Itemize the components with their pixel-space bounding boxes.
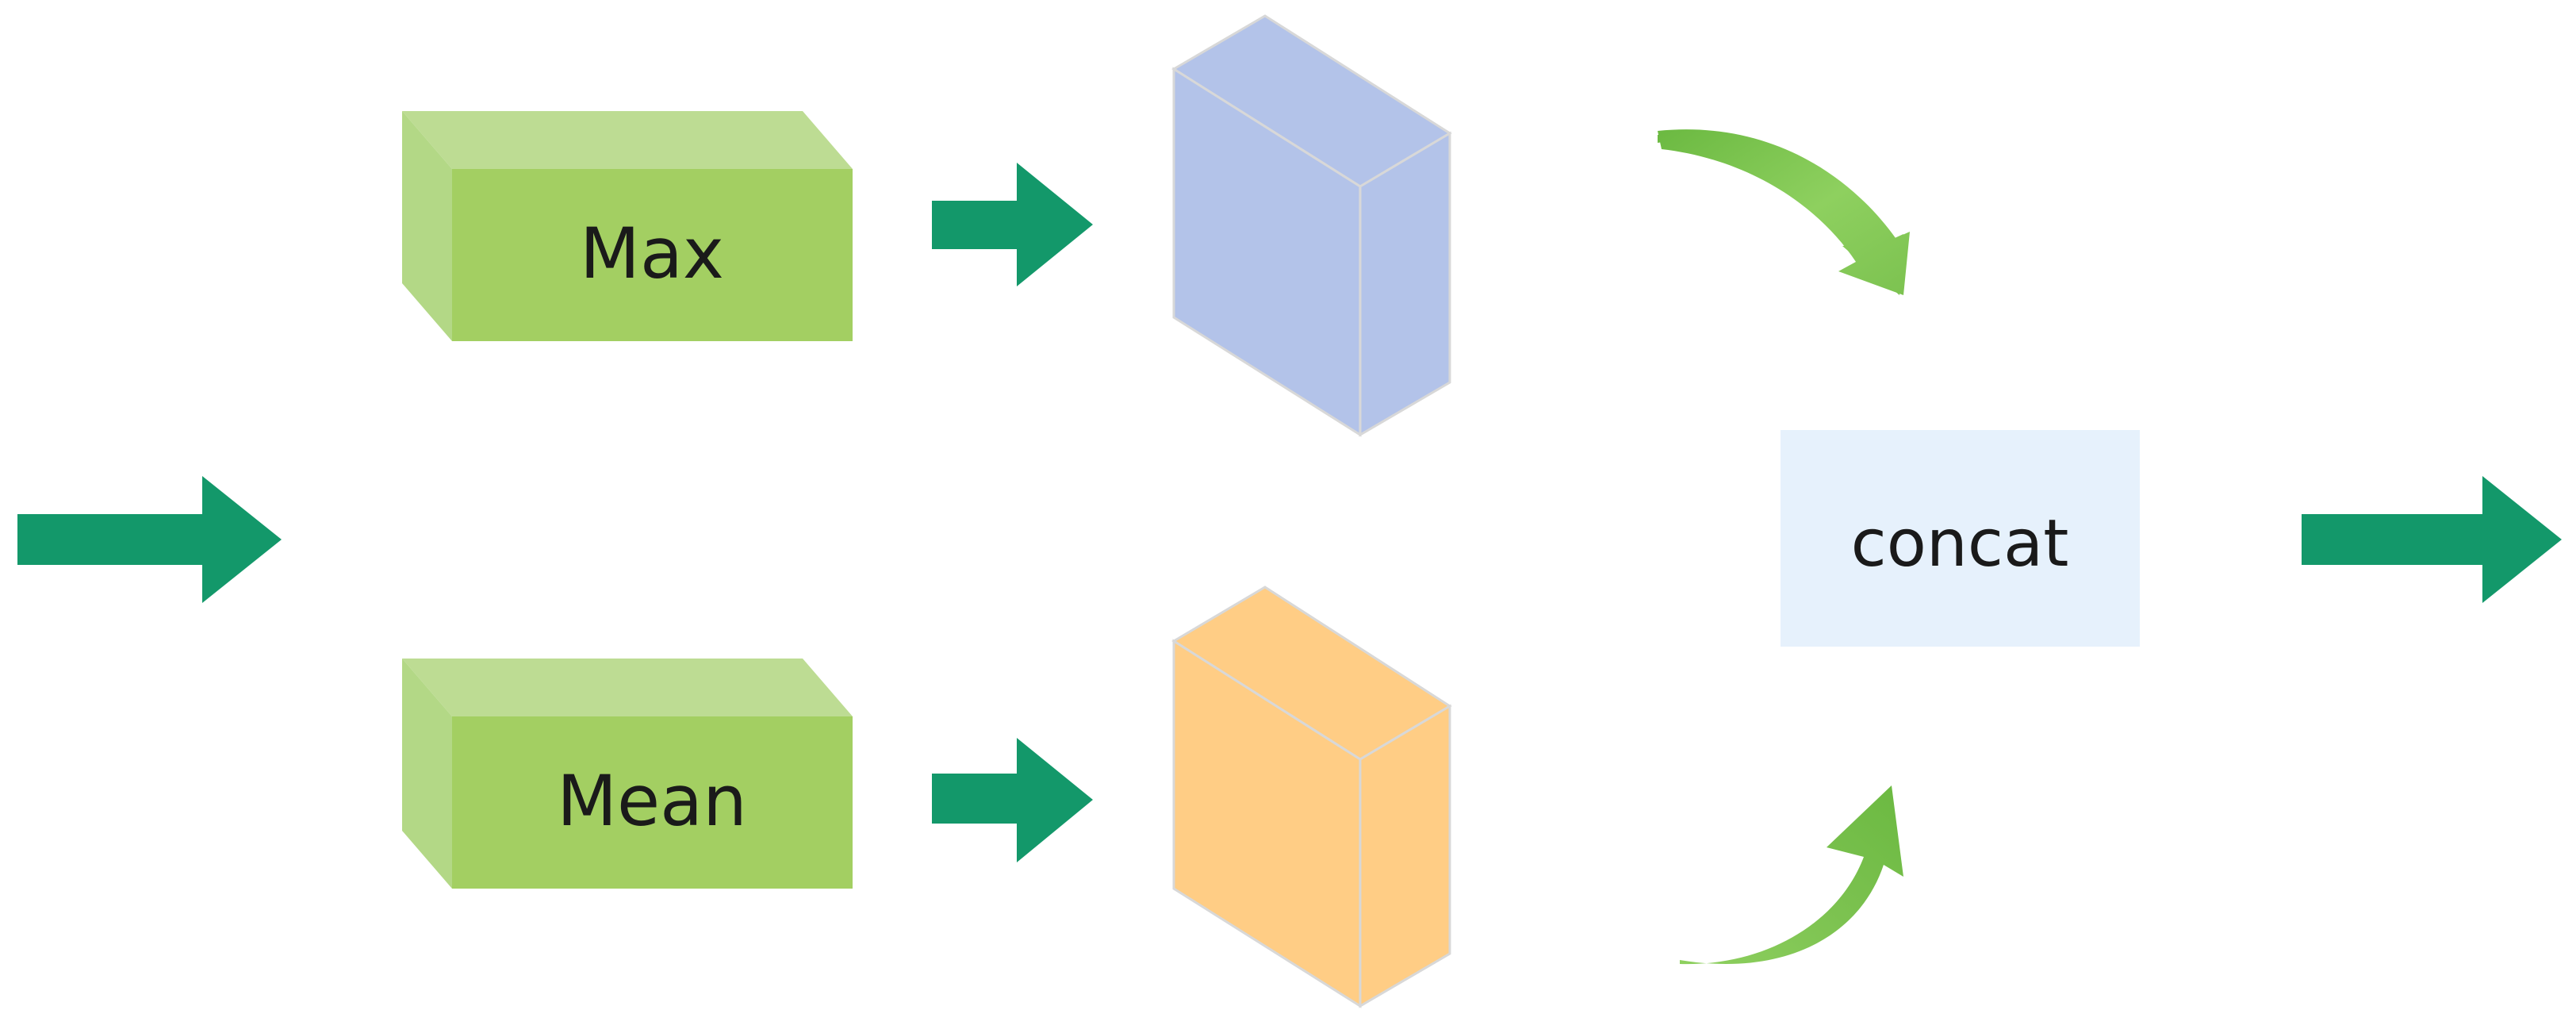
max-box-top-face: [402, 111, 853, 169]
input-arrow-icon: [17, 476, 282, 603]
max-label: Max: [580, 213, 724, 294]
mean-box-side-face: [402, 659, 452, 889]
orange-block-side: [1359, 704, 1451, 1008]
blue-block-side: [1359, 131, 1451, 437]
mean-box-top-face: [402, 659, 853, 716]
concat-box-background: [1781, 430, 2140, 647]
top-curved-arrow-body: [1658, 129, 1910, 295]
max-pool-box: Max: [402, 111, 853, 341]
max-output-block-icon: [1171, 14, 1452, 437]
mean-pool-box: Mean: [402, 659, 853, 889]
concat-label: concat: [1851, 506, 2069, 582]
max-to-block-arrow-icon: [932, 163, 1093, 286]
mean-output-block-icon: [1171, 586, 1452, 1008]
mean-to-block-arrow-icon: [932, 738, 1093, 862]
concat-box: concat: [1781, 430, 2140, 647]
max-box-front-face: [452, 169, 853, 341]
mean-label: Mean: [557, 760, 747, 842]
max-box-side-face: [402, 111, 452, 341]
bottom-curved-arrow-icon: [1680, 785, 1903, 965]
output-arrow-icon: [2302, 476, 2562, 603]
mean-box-front-face: [452, 716, 853, 889]
